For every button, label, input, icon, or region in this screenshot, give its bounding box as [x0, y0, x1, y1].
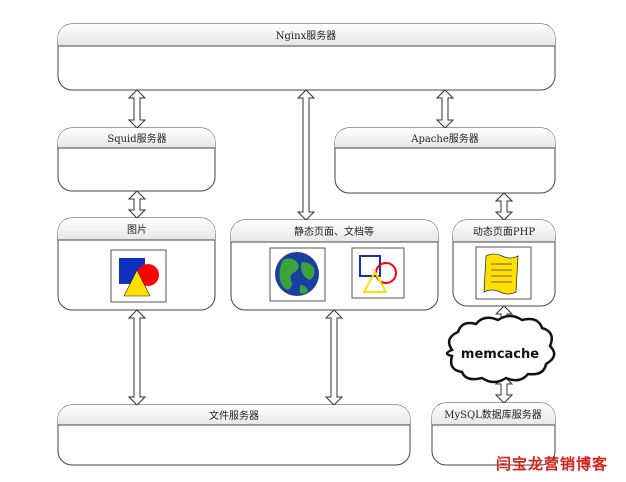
shapes-outline-icon: [351, 247, 405, 299]
arrow-nginx-static: [296, 89, 316, 221]
static-pages-box: 静态页面、文档等: [230, 219, 439, 311]
memcache-label: memcache: [461, 347, 539, 362]
nginx-server-label: Nginx服务器: [276, 29, 336, 42]
images-box: 图片: [57, 217, 216, 311]
file-server-label: 文件服务器: [209, 409, 259, 422]
squid-server-box: Squid服务器: [57, 127, 216, 192]
shapes-icon: [110, 249, 167, 303]
dynamic-php-label: 动态页面PHP: [473, 225, 535, 238]
arrow-nginx-squid: [127, 89, 147, 129]
globe-icon: [269, 247, 326, 302]
file-server-box: 文件服务器: [57, 404, 411, 466]
arrow-nginx-apache: [435, 89, 455, 129]
arrow-static-fileserver: [324, 309, 344, 406]
apache-server-box: Apache服务器: [334, 127, 556, 194]
memcache-cloud: memcache: [445, 314, 556, 384]
squid-server-label: Squid服务器: [107, 132, 166, 145]
apache-server-label: Apache服务器: [410, 132, 479, 145]
document-icon: [475, 246, 532, 300]
arrow-squid-images: [127, 190, 147, 219]
dynamic-php-box: 动态页面PHP: [452, 219, 556, 307]
mysql-server-box: MySQL数据库服务器: [431, 402, 556, 466]
mysql-server-label: MySQL数据库服务器: [444, 408, 542, 421]
images-label: 图片: [127, 223, 147, 236]
watermark: 闫宝龙营销博客: [495, 455, 608, 473]
static-pages-label: 静态页面、文档等: [294, 225, 374, 238]
arrow-images-fileserver: [127, 309, 147, 406]
nginx-server-box: Nginx服务器: [57, 23, 556, 91]
arrow-apache-dynamic: [494, 192, 514, 221]
